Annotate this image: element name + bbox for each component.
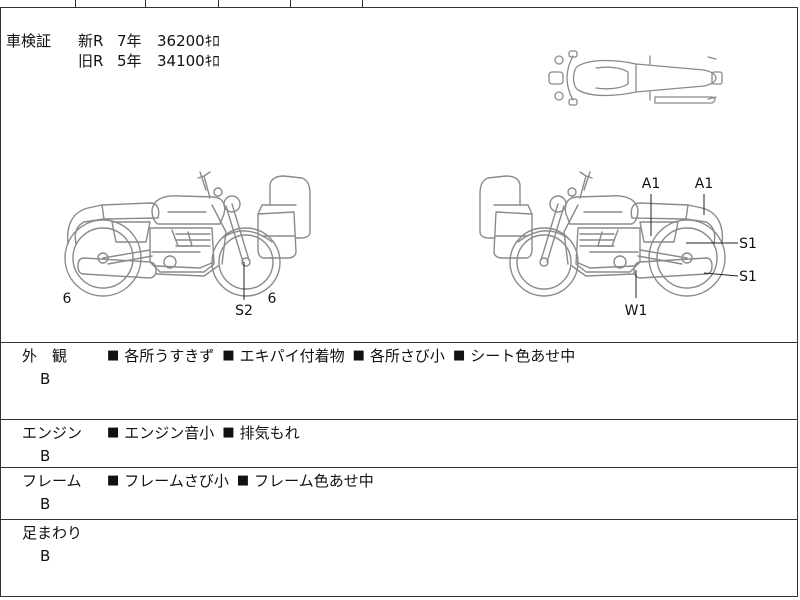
damage-code-label: A1 xyxy=(695,176,713,192)
remark-item: ■ 排気もれ xyxy=(222,424,299,442)
front-fender xyxy=(221,230,273,243)
damage-code-label: S1 xyxy=(739,269,757,285)
remark-item: ■ 各所さび小 xyxy=(353,347,445,365)
remarks-list: ■ 各所うすきず ■ エキパイ付着物 ■ 各所さび小 ■ シート色あせ中 xyxy=(107,347,575,365)
motorcycle-top-view xyxy=(548,50,723,106)
motorcycle-left-side-view xyxy=(64,171,311,297)
engine-fins xyxy=(151,233,211,253)
gauge xyxy=(213,187,223,197)
handlebar xyxy=(566,55,574,101)
remark-text: 排気もれ xyxy=(239,424,300,442)
section-appearance: 外 観 B ■ 各所うすきず ■ エキパイ付着物 ■ 各所さび小 ■ シート色あせ中 xyxy=(0,343,798,420)
remark-item: ■ エンジン音小 xyxy=(107,424,214,442)
section-title: エンジン xyxy=(22,424,83,442)
grip xyxy=(568,98,578,106)
tank-detail xyxy=(595,66,629,90)
header-row-cells xyxy=(0,0,800,7)
handlebar xyxy=(197,171,211,199)
remark-text: フレーム色あせ中 xyxy=(254,472,374,490)
engine-cover xyxy=(163,255,177,269)
remarks-list: ■ エンジン音小 ■ 排気もれ xyxy=(107,424,300,442)
muffler xyxy=(654,96,716,104)
damage-code-label: S2 xyxy=(235,303,253,319)
front-case-top xyxy=(269,175,311,239)
seat xyxy=(101,202,160,220)
cell-divider xyxy=(75,0,76,7)
cell-divider xyxy=(362,0,363,7)
section-grade: B xyxy=(40,547,51,565)
damage-code-label: 6 xyxy=(63,291,72,307)
remark-item: ■ エキパイ付着物 xyxy=(222,347,344,365)
section-title: 足まわり xyxy=(22,524,83,542)
damage-markers xyxy=(243,194,739,300)
remark-text: フレームさび小 xyxy=(124,472,229,490)
cert-row-mileage: 34100ｷﾛ xyxy=(157,52,220,70)
damage-code-label: W1 xyxy=(625,303,648,319)
grip xyxy=(568,50,578,58)
cert-row-year: 5年 xyxy=(117,52,142,70)
motorcycle-right-side-view xyxy=(479,171,726,297)
damage-code-label: A1 xyxy=(642,176,660,192)
front-wheel xyxy=(548,71,564,85)
remark-item: ■ シート色あせ中 xyxy=(453,347,575,365)
square-bullet-icon: ■ xyxy=(352,348,365,363)
remark-text: エキパイ付着物 xyxy=(239,347,345,365)
section-grade: B xyxy=(40,447,51,465)
remark-text: シート色あせ中 xyxy=(470,347,576,365)
square-bullet-icon: ■ xyxy=(107,348,120,363)
cert-row-type: 新R xyxy=(78,32,104,50)
square-bullet-icon: ■ xyxy=(107,425,120,440)
square-bullet-icon: ■ xyxy=(222,425,235,440)
side-cover xyxy=(111,221,151,243)
damage-code-label: S1 xyxy=(739,236,757,252)
square-bullet-icon: ■ xyxy=(452,348,466,363)
remark-item: ■ フレームさび小 xyxy=(107,472,229,490)
section-suspension: 足まわり B xyxy=(0,520,798,597)
cell-divider xyxy=(145,0,146,7)
square-bullet-icon: ■ xyxy=(222,348,235,363)
damage-code-label: 6 xyxy=(268,291,277,307)
mirror xyxy=(554,91,564,101)
swingarm xyxy=(102,249,153,265)
frame xyxy=(211,204,227,265)
remark-item: ■ フレーム色あせ中 xyxy=(237,472,374,490)
headlight xyxy=(223,195,241,213)
diagram-box xyxy=(0,7,798,343)
section-grade: B xyxy=(40,495,51,513)
marker-line xyxy=(703,272,739,277)
remark-text: エンジン音小 xyxy=(124,424,215,442)
front-case xyxy=(257,211,297,259)
inspection-certificate-label: 車検証 xyxy=(6,32,52,50)
turn-signals xyxy=(707,56,717,100)
square-bullet-icon: ■ xyxy=(107,473,120,488)
remark-text: 各所うすきず xyxy=(124,347,215,365)
section-title: 外 観 xyxy=(22,347,68,365)
muffler xyxy=(77,257,157,279)
remark-item: ■ 各所うすきず xyxy=(107,347,214,365)
cylinder xyxy=(171,229,193,247)
section-frame: フレーム B ■ フレームさび小 ■ フレーム色あせ中 xyxy=(0,468,798,520)
section-grade: B xyxy=(40,370,51,388)
cert-row-mileage: 36200ｷﾛ xyxy=(157,32,220,50)
section-engine: エンジン B ■ エンジン音小 ■ 排気もれ xyxy=(0,420,798,468)
front-fork xyxy=(225,203,250,263)
cell-divider xyxy=(290,0,291,7)
mirror xyxy=(554,55,564,65)
cell-divider xyxy=(218,0,219,7)
tail xyxy=(711,71,723,85)
section-title: フレーム xyxy=(22,472,82,490)
remarks-list: ■ フレームさび小 ■ フレーム色あせ中 xyxy=(107,472,374,490)
cert-row-year: 7年 xyxy=(117,32,142,50)
square-bullet-icon: ■ xyxy=(236,473,250,488)
exhaust-pipe xyxy=(155,261,219,277)
front-case-detail xyxy=(257,204,297,237)
front-wheel xyxy=(211,227,281,297)
cert-row-type: 旧R xyxy=(78,52,104,70)
tank-and-seat xyxy=(572,59,717,97)
remark-text: 各所さび小 xyxy=(369,347,445,365)
tail-fender xyxy=(66,204,105,245)
motorcycle-damage-diagram: 6 S2 6 A1 A1 S1 S1 W1 xyxy=(63,50,757,319)
